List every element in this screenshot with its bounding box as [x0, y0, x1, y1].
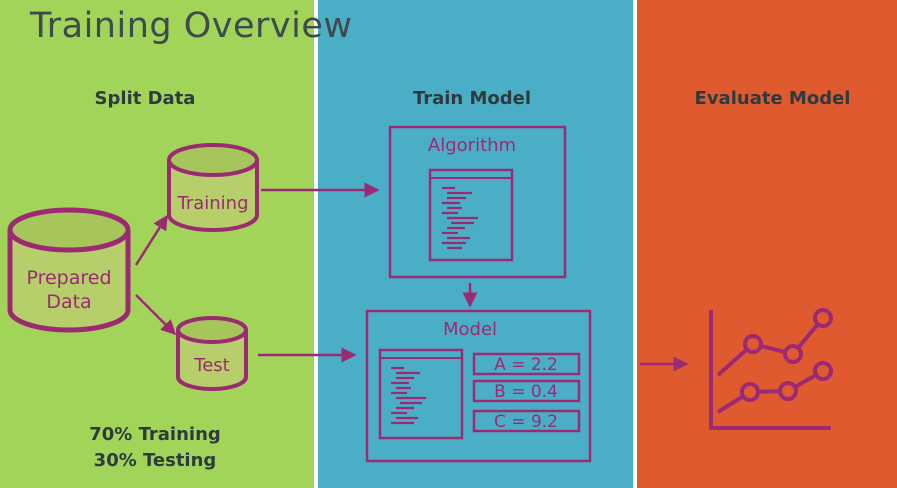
- model-box: [365, 309, 592, 463]
- model-label: Model: [443, 319, 497, 340]
- train-model-heading: Train Model: [412, 88, 532, 109]
- training-database-icon: [167, 143, 259, 232]
- training-ratio-label: 70% Training: [89, 424, 221, 445]
- algorithm-box: [388, 125, 567, 279]
- split-to-training-arrow: [134, 214, 169, 266]
- algorithm-label: Algorithm: [428, 135, 516, 156]
- prepared-data-label-line2: Data: [46, 291, 91, 313]
- param-c-box: [472, 409, 581, 433]
- param-c-label: C = 9.2: [494, 412, 558, 432]
- training-label: Training: [176, 193, 248, 214]
- test-label: Test: [193, 355, 229, 376]
- param-a-box: [472, 352, 581, 376]
- evaluate-model-heading: Evaluate Model: [694, 88, 851, 109]
- testing-ratio-label: 30% Testing: [93, 450, 217, 471]
- param-b-label: B = 0.4: [494, 382, 558, 402]
- evaluate-line-chart-icon: [709, 308, 833, 430]
- page-title: Training Overview: [30, 6, 353, 46]
- test-database-icon: [176, 316, 248, 391]
- split-to-test-arrow: [135, 294, 177, 336]
- algorithm-code-window-icon: [428, 168, 514, 262]
- evaluate-model-panel: [637, 0, 897, 488]
- param-b-box: [472, 379, 581, 403]
- param-a-label: A = 2.2: [494, 355, 558, 375]
- prepared-data-label-line1: Prepared: [26, 267, 111, 289]
- split-data-heading: Split Data: [94, 88, 196, 109]
- model-code-window-icon: [378, 348, 464, 440]
- train-model-panel: [318, 0, 633, 488]
- prepared-data-database-icon: [7, 207, 131, 333]
